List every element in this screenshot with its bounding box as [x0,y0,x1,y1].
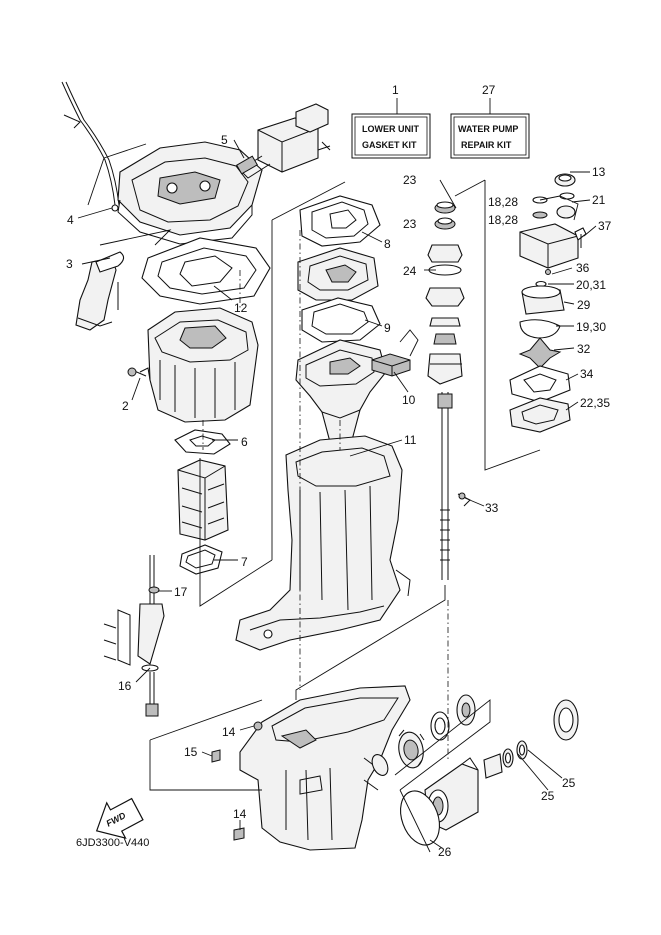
drain-screws [211,721,263,841]
callout-36: 36 [576,261,590,275]
callout-7: 7 [241,555,248,569]
callout-32: 32 [577,342,591,356]
callout-13: 13 [592,165,606,179]
callout-19-30: 19,30 [576,320,606,334]
drive-shaft-stack [425,201,471,580]
propeller-shaft-parts [398,694,579,779]
callout-23-upper: 23 [403,173,417,187]
shift-rod-assembly [103,555,165,717]
lower-unit-kit-line1: LOWER UNIT [362,124,419,134]
lower-unit-kit-line2: GASKET KIT [362,140,417,150]
callout-6: 6 [241,435,248,449]
exhaust-guide-assembly [61,81,263,245]
water-pump-repair-kit-box: 27 WATER PUMP REPAIR KIT [450,83,530,159]
group-outline-lines [87,143,579,853]
callout-27: 27 [482,83,496,97]
callout-14-lower: 14 [233,807,247,821]
callout-25-right: 25 [562,776,576,790]
exhaust-muffler [177,459,229,575]
callout-1: 1 [392,83,399,97]
part-10-seal [371,353,411,377]
callout-23-lower: 23 [403,217,417,231]
callout-12: 12 [234,301,248,315]
part-6-gasket [174,429,231,455]
callout-34: 34 [580,367,594,381]
leader-lines [77,139,597,849]
callout-24: 24 [403,264,417,278]
callout-22-35: 22,35 [580,396,610,410]
callout-25-left: 25 [541,789,555,803]
part-9-gasket [301,297,381,343]
callout-5: 5 [221,133,228,147]
part-3-water-pipe [75,251,125,331]
lower-unit-gasket-kit-box: 1 LOWER UNIT GASKET KIT [351,83,431,159]
part-12-gasket [141,237,271,305]
water-pump-assembly [509,173,587,433]
exhaust-guide-lower [295,339,387,443]
callout-33: 33 [485,501,499,515]
callout-17: 17 [174,585,188,599]
gear-case [239,685,411,851]
callout-10: 10 [402,393,416,407]
water-pump-kit-line1: WATER PUMP [458,124,518,134]
callout-37: 37 [598,219,612,233]
callout-16: 16 [118,679,132,693]
callout-14-upper: 14 [222,725,236,739]
callout-8: 8 [384,237,391,251]
callout-18-28-lower: 18,28 [488,213,518,227]
callout-26: 26 [438,845,452,859]
water-pump-kit-line2: REPAIR KIT [461,140,512,150]
adapter-plate [297,247,379,301]
forward-direction-arrow: FWD [95,797,144,840]
part-26-bearing-housing [400,757,479,846]
callout-21: 21 [592,193,606,207]
callout-4: 4 [67,213,74,227]
callout-18-28-upper: 18,28 [488,195,518,209]
upper-casing [235,435,411,651]
callout-29: 29 [577,298,591,312]
callout-3: 3 [66,257,73,271]
callout-9: 9 [384,321,391,335]
callout-numbers: 2 3 4 5 6 7 8 9 10 11 12 13 14 14 15 16 … [66,133,612,859]
callout-2: 2 [122,399,129,413]
part-8-gasket [299,195,381,247]
callout-11: 11 [404,433,417,447]
diagram-code: 6JD3300-V440 [76,837,149,849]
part-5-exhaust-cover [236,103,331,179]
callout-20-31: 20,31 [576,278,606,292]
oil-pan [127,307,259,423]
callout-15: 15 [184,745,198,759]
